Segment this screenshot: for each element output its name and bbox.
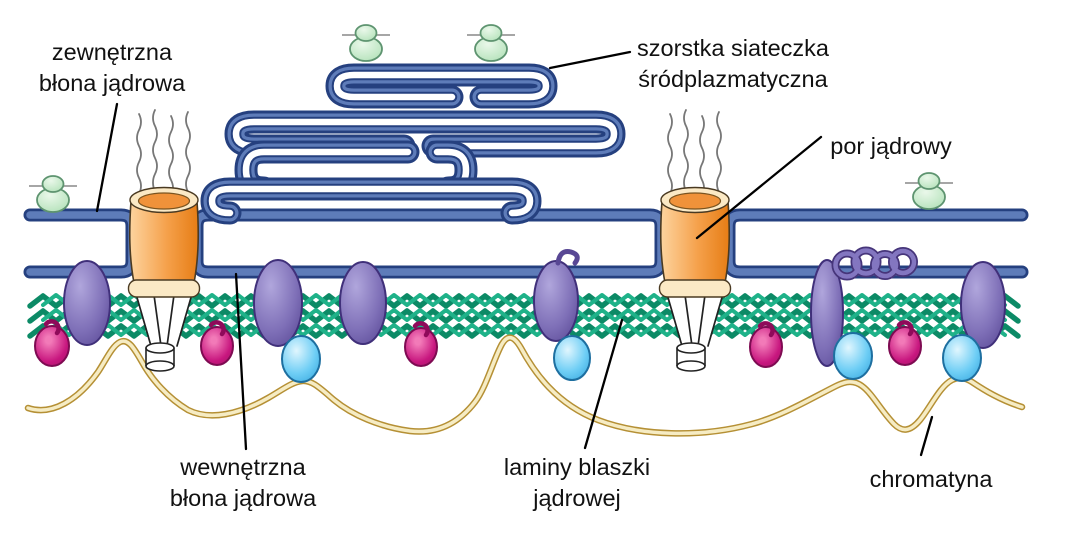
inner-membrane-proteins xyxy=(63,249,1006,367)
magenta-proteins xyxy=(34,319,922,368)
ribosome-on-membrane-right xyxy=(904,172,954,210)
lamin-meshwork xyxy=(27,293,1021,339)
outer-inner-membrane-middle xyxy=(193,211,665,276)
label-line: błona jądrowa xyxy=(169,485,317,511)
label-line: por jądrowy xyxy=(830,133,952,159)
purple-protein xyxy=(253,259,303,347)
cyan-protein xyxy=(553,335,591,381)
er-cisterna-base xyxy=(208,185,534,217)
magenta-protein xyxy=(200,326,234,366)
label-nuclear-pore: por jądrowy xyxy=(830,131,951,162)
lamin-zigzag xyxy=(41,293,1007,307)
outer-inner-membrane-middle xyxy=(190,208,668,279)
cyan-protein xyxy=(281,335,321,383)
rough-er-membrane xyxy=(200,63,626,225)
cyan-protein xyxy=(942,334,982,382)
label-line: wewnętrzna xyxy=(180,454,306,480)
magenta-curls xyxy=(43,319,914,338)
chromatin-fiber xyxy=(26,335,1024,436)
er-cisterna-middle xyxy=(232,118,618,150)
label-inner-membrane: wewnętrzna błona jądrowa xyxy=(170,452,316,514)
magenta-protein xyxy=(34,325,70,367)
label-rough-er: szorstka siateczka śródplazmatyczna xyxy=(637,33,829,95)
label-line: błona jądrowa xyxy=(38,70,186,96)
pointer-outer-membrane xyxy=(95,102,119,213)
pointer-lines xyxy=(95,50,934,457)
pointer-nuclear-pore xyxy=(695,135,823,240)
chromatin-strand xyxy=(24,334,1026,437)
label-line: jądrowej xyxy=(533,485,621,511)
er-cisterna-top xyxy=(333,71,550,101)
magenta-protein xyxy=(888,326,922,366)
cyan-proteins xyxy=(281,332,982,383)
purple-protein xyxy=(339,261,387,345)
label-outer-membrane: zewnętrzna błona jądrowa xyxy=(39,37,185,99)
ribosome-on-er-2 xyxy=(466,24,516,62)
lamin-zigzag xyxy=(41,323,1007,337)
coiled-membrane-protein xyxy=(831,246,918,281)
label-line: śródplazmatyczna xyxy=(638,66,828,92)
protein-curl xyxy=(555,249,580,266)
label-lamins: laminy blaszki jądrowej xyxy=(504,452,650,514)
pointer-rough-er xyxy=(548,50,632,70)
purple-protein xyxy=(960,261,1006,349)
pointer-inner-membrane xyxy=(234,272,248,451)
label-line: laminy blaszki xyxy=(503,454,651,480)
ribosome-on-membrane-left xyxy=(28,175,78,213)
label-line: szorstka siateczka xyxy=(637,35,829,61)
pointer-lamins xyxy=(583,318,624,450)
label-chromatin: chromatyna xyxy=(870,464,993,495)
purple-protein xyxy=(810,259,844,367)
lamin-zigzag xyxy=(41,308,1007,322)
magenta-protein xyxy=(749,326,783,368)
pointer-chromatin xyxy=(919,415,934,457)
purple-protein xyxy=(63,260,111,346)
label-line: chromatyna xyxy=(869,466,993,492)
ribosome-on-er-1 xyxy=(341,24,391,62)
cyan-protein xyxy=(833,332,873,380)
purple-protein xyxy=(533,260,579,342)
magenta-protein xyxy=(404,327,438,367)
label-line: zewnętrzna xyxy=(51,39,173,65)
